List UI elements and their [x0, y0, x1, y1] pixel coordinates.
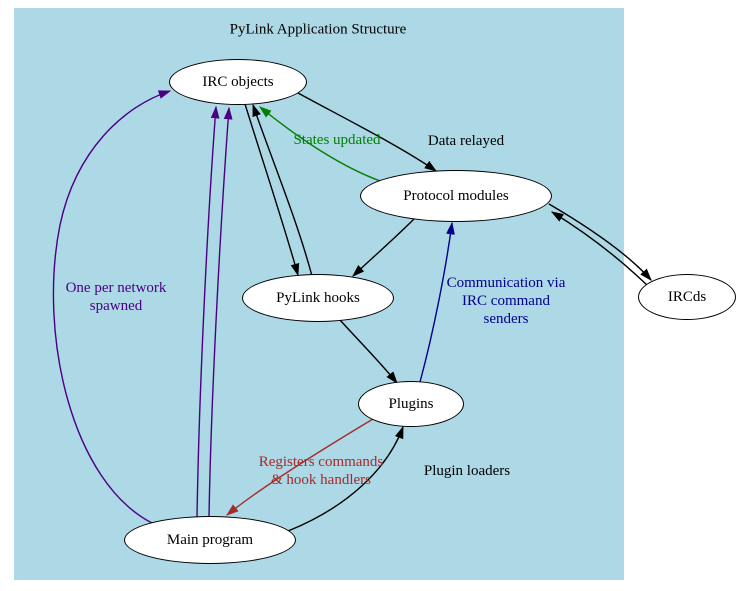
node-protocol-modules: Protocol modules [360, 170, 552, 222]
diagram-title: PyLink Application Structure [229, 21, 407, 38]
edge-plugins-to-main-registers [226, 418, 374, 516]
node-protocol-modules-label: Protocol modules [403, 187, 509, 204]
node-ircds-label: IRCds [667, 288, 707, 305]
node-plugins: Plugins [358, 381, 464, 427]
edge-label-registers: Registers commands & hook handlers [258, 454, 384, 488]
node-pylink-hooks-label: PyLink hooks [276, 289, 360, 306]
edge-main-to-plugins-loaders [287, 425, 404, 532]
edge-label-one-per-network: One per network spawned [65, 280, 167, 314]
edge-protocol-to-ircds [548, 203, 652, 281]
node-pylink-hooks: PyLink hooks [242, 274, 394, 322]
edge-main-to-irc-inner-1 [196, 105, 220, 518]
edge-label-data-relayed: Data relayed [427, 133, 505, 149]
node-plugins-label: Plugins [388, 395, 434, 412]
edge-label-communication: Communication via IRC command senders [446, 275, 566, 327]
edge-protocol-to-irc-states [259, 106, 384, 183]
node-main-program: Main program [124, 516, 296, 564]
node-irc-objects: IRC objects [169, 59, 307, 105]
edge-hooks-to-irc [252, 103, 313, 277]
edge-main-to-irc-inner-2 [208, 106, 233, 518]
edge-ircds-to-protocol [550, 211, 649, 287]
edge-label-plugin-loaders: Plugin loaders [423, 463, 511, 479]
edge-irc-to-protocol [297, 92, 438, 172]
node-irc-objects-label: IRC objects [202, 73, 274, 90]
edge-hooks-to-plugins [339, 319, 398, 384]
edge-main-to-irc-outer [52, 90, 172, 524]
edge-protocol-to-hooks [352, 218, 415, 277]
edge-plugins-to-protocol-communication [419, 221, 455, 383]
node-ircds: IRCds [638, 274, 736, 320]
node-main-program-label: Main program [166, 531, 254, 548]
edge-irc-to-hooks [244, 103, 300, 277]
edge-label-states-updated: States updated [293, 132, 381, 148]
